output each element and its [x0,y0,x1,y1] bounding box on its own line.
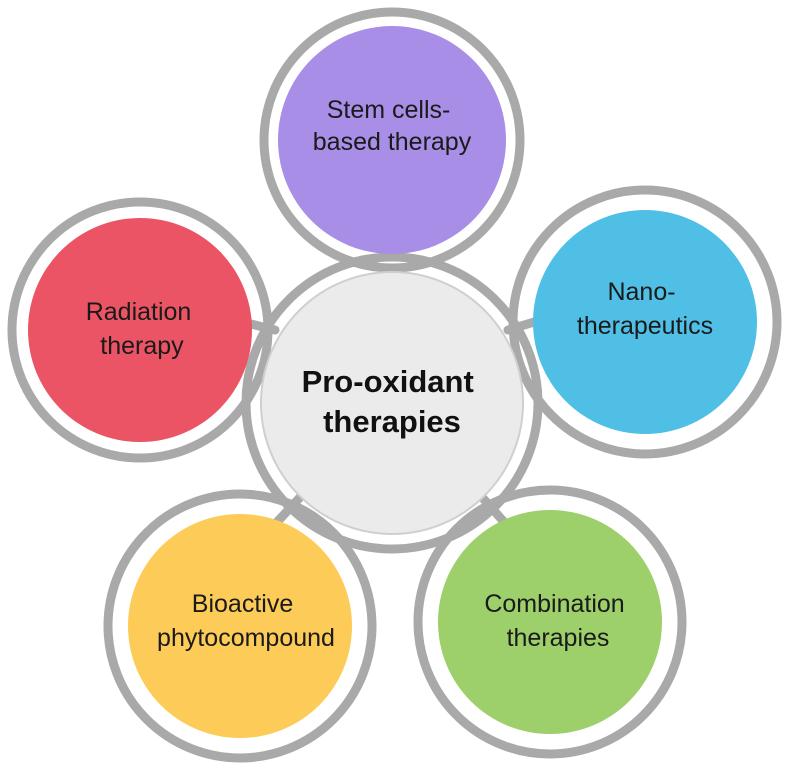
center-disc [260,271,524,535]
stem-cells-label: Stem cells- based therapy [313,96,472,156]
bioactive-label: Bioactive phytocompound [157,590,335,652]
nano-disc [533,210,757,434]
stem-cells-ring [259,7,525,273]
combination-disc [438,510,662,734]
combination-label: Combination therapies [484,590,631,652]
bioactive-label-line1: Bioactive [192,590,293,618]
radiation-label: Radiation therapy [86,298,199,360]
combination-ring [413,485,687,759]
nano-label-line1: Nano- [607,278,675,306]
bioactive-ring [103,489,377,763]
stem-cells-label-line1: Stem cells- [327,96,451,124]
radiation-label-line2: therapy [100,332,184,360]
radiation-disc [28,218,252,442]
nano-label: Nano- therapeutics [577,278,713,340]
text-layer: Stem cells- based therapy Nano- therapeu… [86,96,713,652]
combination-label-line2: therapies [507,624,610,652]
nano-label-line2: therapeutics [577,312,713,340]
outline-layer [7,7,782,763]
stem-cells-disc [278,26,506,254]
combination-label-line1: Combination [484,590,624,618]
center-ring [241,252,543,554]
radiation-label-line1: Radiation [86,298,192,326]
fill-layer [28,26,757,738]
center-title-line1: Pro-oxidant [302,364,474,399]
bioactive-label-line2: phytocompound [157,624,335,652]
center-title: Pro-oxidant therapies [302,364,483,439]
bioactive-disc [128,514,352,738]
center-title-line2: therapies [323,404,461,439]
stem-cells-label-line2: based therapy [313,128,472,156]
